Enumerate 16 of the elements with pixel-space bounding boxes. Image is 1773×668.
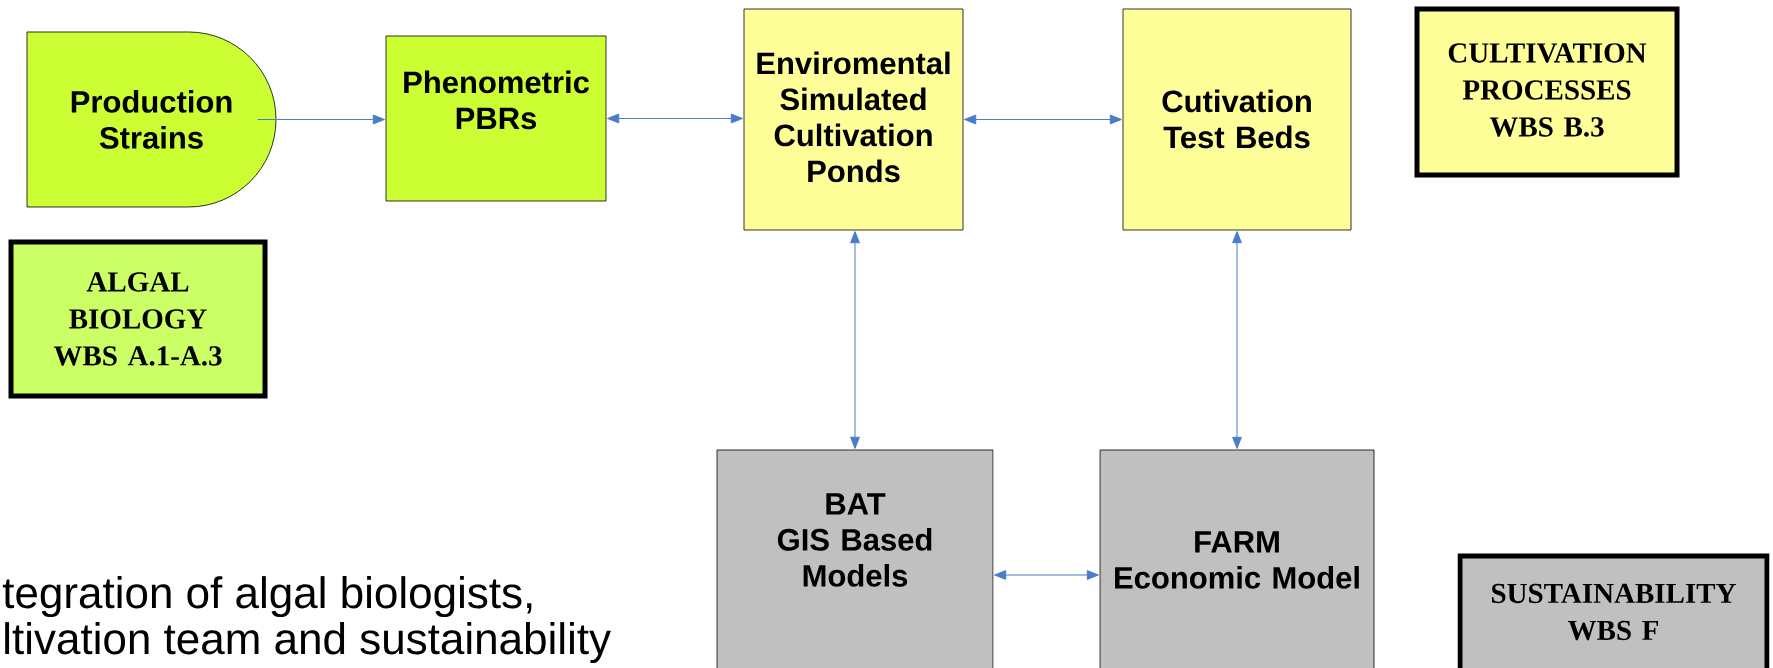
process-box: FARM Economic Model	[1099, 449, 1375, 668]
process-box: Enviromental Simulated Cultivation Ponds	[743, 8, 964, 231]
process-box: BAT GIS Based Models	[716, 449, 994, 668]
body-text: ltivation team and sustainability	[5, 622, 611, 664]
category-box: ALGAL BIOLOGY WBS A.1-A.3	[8, 239, 268, 399]
arrow	[257, 114, 385, 125]
category-box: SUSTAINABILITY WBS F	[1457, 553, 1770, 668]
arrow	[607, 113, 743, 124]
process-box: Cutivation Test Beds	[1122, 8, 1352, 231]
arrow	[964, 114, 1122, 125]
arrow	[994, 570, 1099, 580]
body-text: tegration of algal biologists,	[2, 576, 532, 618]
category-box: CULTIVATION PROCESSES WBS B.3	[1414, 6, 1680, 178]
process-box: Phenometric PBRs	[385, 35, 607, 202]
arrow	[850, 231, 860, 449]
arrow	[1232, 231, 1242, 449]
